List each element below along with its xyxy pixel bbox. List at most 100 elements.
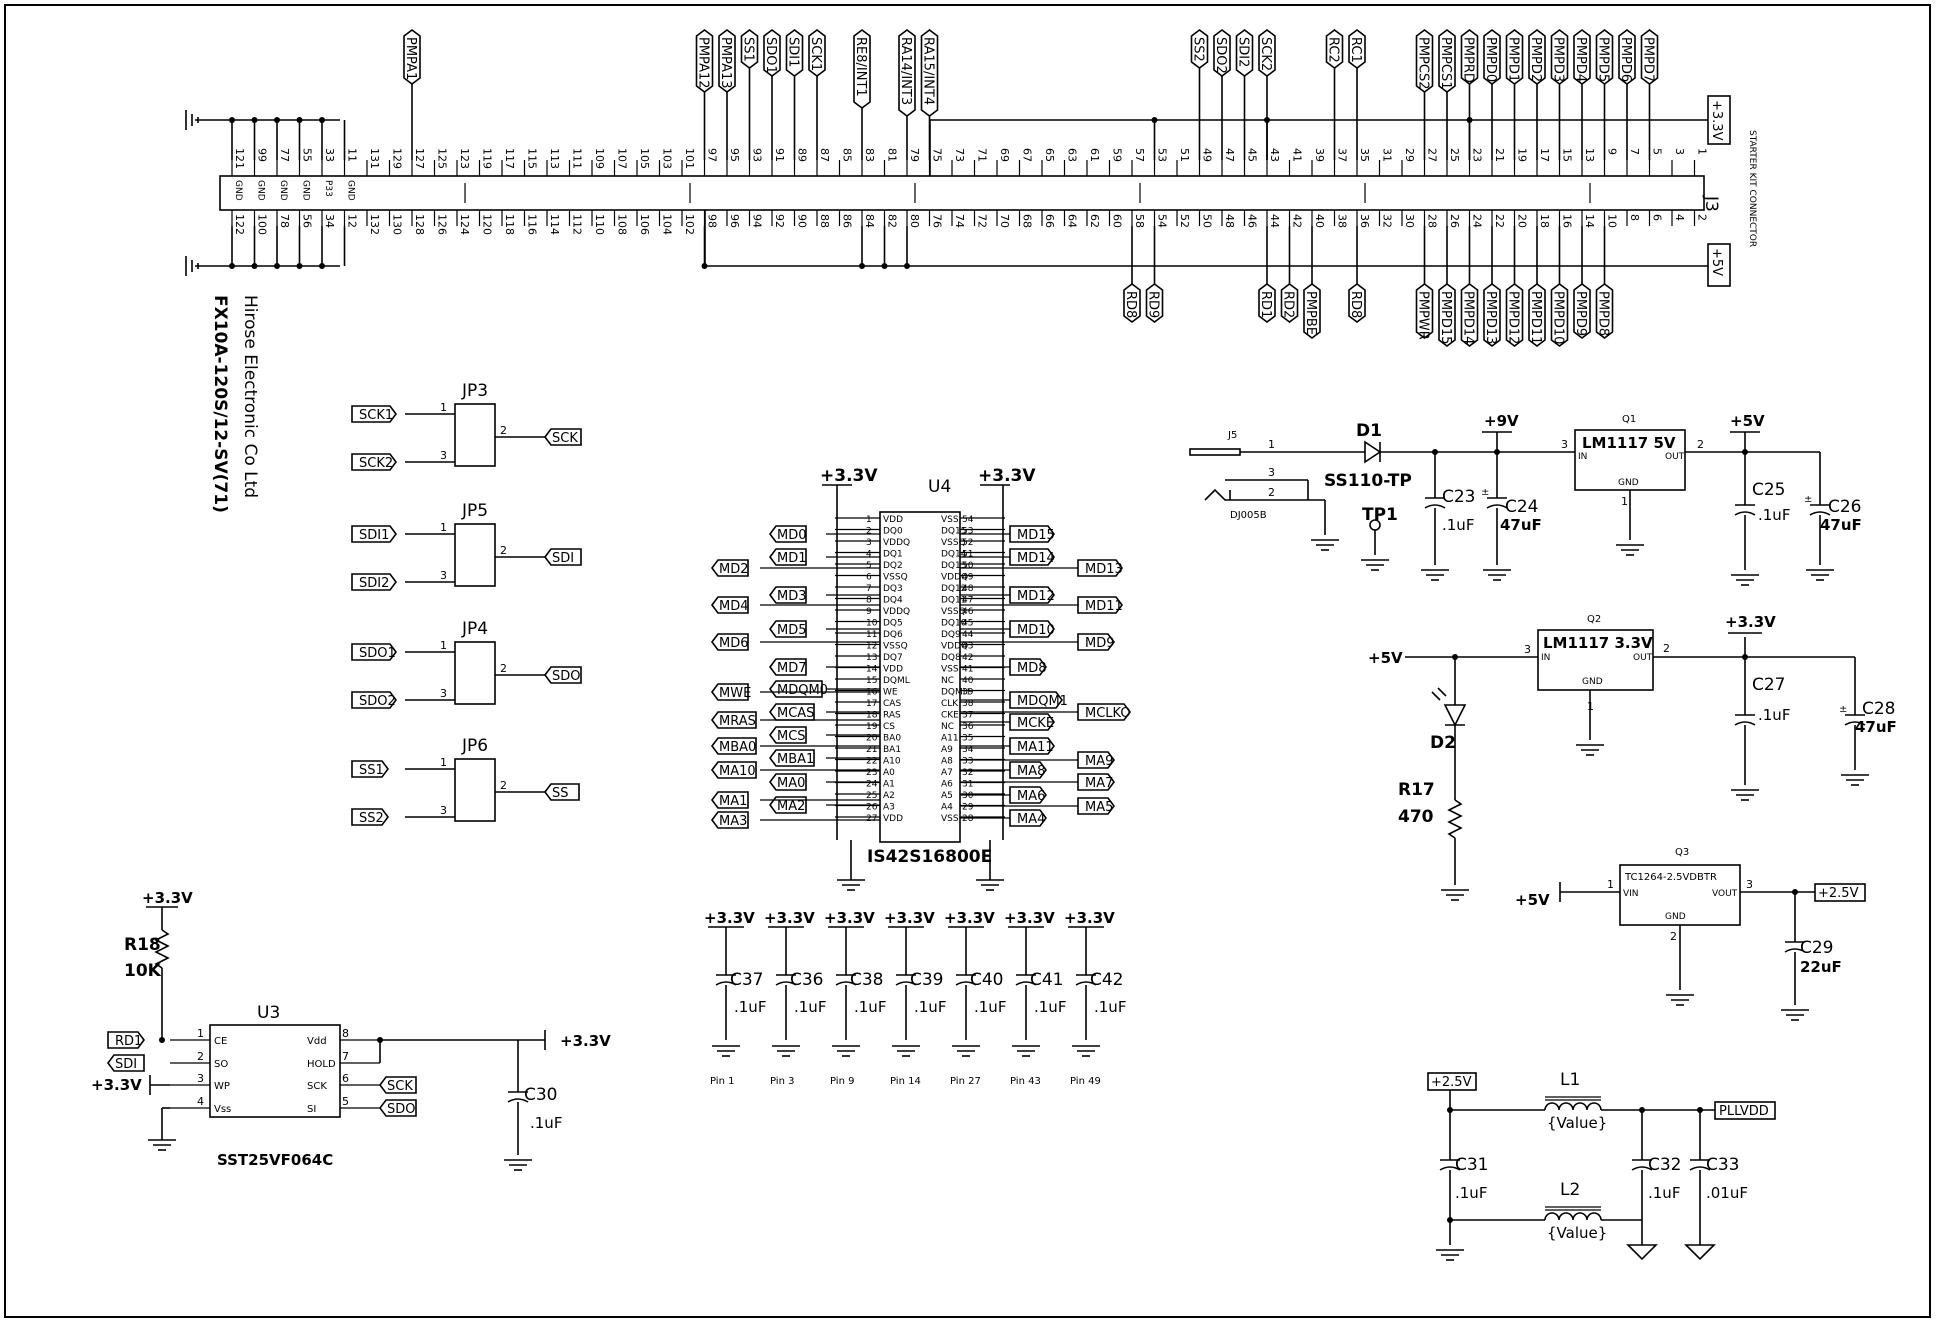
c23-ref: C23 [1442,487,1476,507]
sdram-pin-name: DQ6 [883,630,903,640]
ground-symbol [832,1045,860,1057]
pin-number: 25 [1448,148,1461,162]
pin-number: 95 [728,148,741,162]
pin-number: 47 [1223,148,1236,162]
flash-pin-number: 2 [197,1050,204,1063]
net-label-text: MD7 [777,661,807,676]
net-label-top: SCK1 [808,29,826,77]
ground-symbol [1626,1244,1658,1261]
sdram-pin-name: DQ12 [941,584,966,594]
net-label-text: SS1 [741,37,756,62]
capacitor-symbol [1015,974,1037,986]
rail-3v3: +3.3V [1725,613,1776,631]
sdram-pin-name: VSS [941,515,959,525]
net-label-bottom: PMPD15 [1438,283,1456,347]
net-label-text: SDO2 [1213,37,1228,74]
r17-ref: R17 [1398,780,1435,800]
pin-number: 121 [233,148,246,169]
decap-pin: Pin 1 [710,1076,734,1087]
ground-symbol [1361,559,1389,571]
sdram-net-right: MCKE [1009,713,1055,731]
decap-ref: C40 [970,970,1004,990]
jumper-output: SCK [544,428,582,446]
flash-net-sck: SCK [379,1076,417,1094]
junction-dot [274,263,280,269]
polarity-mark: ± [1481,487,1489,498]
flash-pin-number: 3 [197,1072,204,1085]
net-label-text: MD12 [1017,589,1055,604]
net-label-text: MA0 [777,776,805,791]
pin-number: 128 [413,214,426,235]
net-label-bottom: RD1 [1258,283,1276,323]
net-label-text: MD8 [1017,661,1047,676]
sdram-pin-number: 19 [866,722,878,732]
sdram-pin-name: CAS [883,699,901,709]
net-label-top: SS2 [1191,29,1209,69]
net-label-text: MD0 [777,528,807,543]
sdram-pin-number: 6 [866,573,872,583]
pin-number: 24 [1471,214,1484,228]
sdram-net-left: MCAS [769,703,815,721]
pin-number: 97 [706,148,719,162]
junction-dot [319,117,325,123]
ground-symbol [1072,1045,1100,1057]
flash-pin-name: Vdd [307,1036,327,1047]
decap-value: .1uF [854,998,886,1016]
connector-ref: J3 [1701,195,1721,212]
pin-number: 3 [1561,438,1568,451]
pin-number: 56 [301,214,314,228]
pin-name: GND [256,180,266,201]
led-d2 [1443,704,1467,727]
pin-number: 17 [1538,148,1551,162]
rail-9v: +9V [1484,412,1519,430]
sdram-net-left-outer: MD4 [711,596,749,614]
d2-ref: D2 [1430,733,1456,753]
flash-pin-name: SO [214,1059,228,1070]
sdram-pin-name: DQ1 [883,550,903,560]
sdram-net-left-outer: MD6 [711,633,749,651]
sdram-pin-number: 14 [866,665,878,675]
flash-pin-name: WP [214,1081,230,1092]
sdram-net-left-outer: MBA0 [711,737,757,755]
net-label-bottom: PMPWR [1416,283,1434,340]
net-label-text: PMPD1 [1506,37,1521,82]
pin-number: 2 [500,424,507,437]
pin-number: 71 [976,148,989,162]
junction-dot [251,263,258,269]
sdram-pin-number: 51 [962,550,973,560]
sdram-pin-number: 3 [866,538,872,548]
pin-number: 72 [976,214,989,228]
net-label-bottom: PMPD10 [1551,283,1569,347]
sdram-pin-number: 30 [962,791,974,801]
c25-ref: C25 [1752,480,1786,500]
jumper-input-1: SDI1 [351,525,397,543]
pin-number: 129 [391,148,404,169]
capacitor-symbol [1075,974,1097,986]
pin-number: 61 [1088,148,1101,162]
pin-number: 104 [661,214,674,235]
net-label-top: PMPA1 [403,29,421,85]
net-label-text: SDI1 [359,528,389,543]
decap-value: .1uF [914,998,946,1016]
pin-number: 32 [1381,214,1394,228]
pin-number: 53 [1156,148,1169,162]
pin-number: 3 [440,449,447,462]
sdram-pin-number: 20 [866,734,878,744]
pin-number: 2 [1663,642,1670,655]
net-label-text: PMPCS1 [1438,37,1453,90]
pll-rail: +2.5V [1431,1075,1472,1090]
ground-symbol [1012,1045,1040,1057]
pin-number: 112 [571,214,584,235]
sdram-pin-name: NC [941,676,954,686]
ground-symbol [1441,889,1469,901]
pin-number: 100 [256,214,269,235]
sdram-net-right-outer: MCLKO [1077,703,1131,721]
pll-l1-value: {Value} [1547,1114,1607,1132]
pin-number: 87 [818,148,831,162]
